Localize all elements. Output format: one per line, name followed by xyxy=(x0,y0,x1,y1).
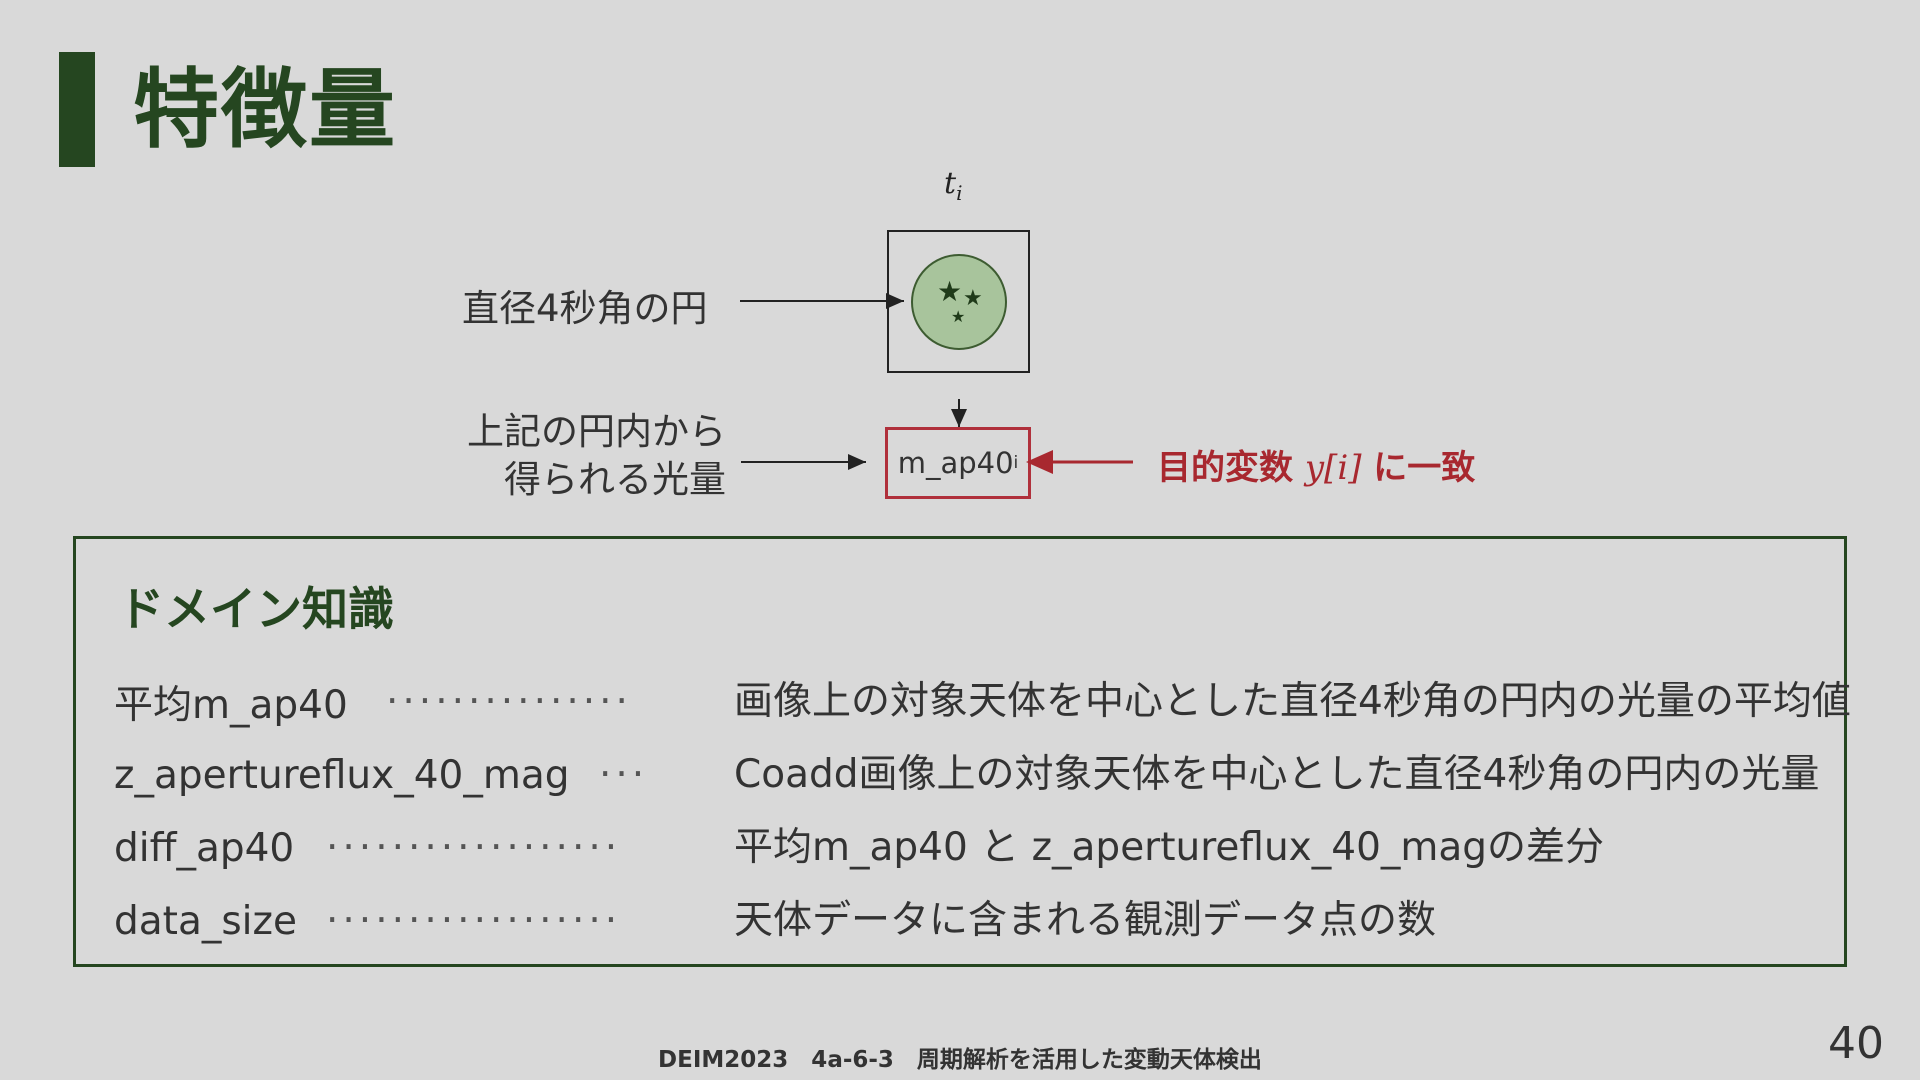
star-icon: ★ xyxy=(937,275,963,308)
feature-description: 画像上の対象天体を中心とした直径4秒角の円内の光量の平均値 xyxy=(734,679,1851,724)
target-suffix: に一致 xyxy=(1361,448,1476,488)
time-symbol: t xyxy=(944,166,957,201)
feature-name: 平均m_ap40 xyxy=(114,683,348,728)
aperture-circle: ★ ★ ★ xyxy=(911,254,1007,350)
feature-row: 平均m_ap40 ··············· 画像上の対象天体を中心とした直… xyxy=(114,677,1851,728)
domain-knowledge-title: ドメイン知識 xyxy=(118,582,394,636)
star-icon: ★ xyxy=(963,286,983,311)
target-prefix: 目的変数 xyxy=(1157,448,1305,488)
title-accent-bar xyxy=(59,52,95,167)
feature-name: z_apertureflux_40_mag xyxy=(114,752,570,798)
star-icon: ★ xyxy=(951,307,966,326)
feature-description: 天体データに含まれる観測データ点の数 xyxy=(734,898,1437,943)
target-math: y[i] xyxy=(1304,448,1362,488)
flux-box-main: m_ap40 xyxy=(897,446,1014,480)
domain-knowledge-box: ドメイン知識 平均m_ap40 ··············· 画像上の対象天体… xyxy=(73,536,1851,967)
feature-row: data_size ·················· 天体データに含まれる観… xyxy=(114,896,1814,946)
target-variable-label: 目的変数 y[i] に一致 xyxy=(1157,440,1475,489)
image-frame: ★ ★ ★ xyxy=(887,230,1030,373)
flux-label: 上記の円内から 得られる光量 xyxy=(440,408,726,504)
feature-name: data_size xyxy=(114,898,297,944)
time-index-label: ti xyxy=(944,166,962,205)
feature-description: 平均m_ap40 と z_apertureflux_40_magの差分 xyxy=(734,825,1605,870)
time-subscript: i xyxy=(956,181,963,205)
feature-name: diff_ap40 xyxy=(114,825,295,871)
circle-label: 直径4秒角の円 xyxy=(462,287,708,330)
feature-leader-dots: ·················· xyxy=(326,898,622,943)
feature-leader-dots: ··············· xyxy=(386,679,632,724)
flux-box-subscript: i xyxy=(1013,453,1019,473)
feature-row: z_apertureflux_40_mag ··· Coadd画像上の対象天体を… xyxy=(114,750,1819,800)
feature-row: diff_ap40 ·················· 平均m_ap40 と … xyxy=(114,823,1814,873)
flux-label-line1: 上記の円内から xyxy=(467,410,726,453)
page-number: 40 xyxy=(1828,1018,1884,1069)
slide-title: 特徴量 xyxy=(133,60,397,160)
feature-description: Coadd画像上の対象天体を中心とした直径4秒角の円内の光量 xyxy=(734,752,1820,797)
feature-leader-dots: ·················· xyxy=(326,825,622,870)
feature-leader-dots: ··· xyxy=(599,752,649,797)
flux-label-line2: 得られる光量 xyxy=(504,458,726,501)
footer-text: DEIM2023 4a-6-3 周期解析を活用した変動天体検出 xyxy=(658,1047,1262,1073)
